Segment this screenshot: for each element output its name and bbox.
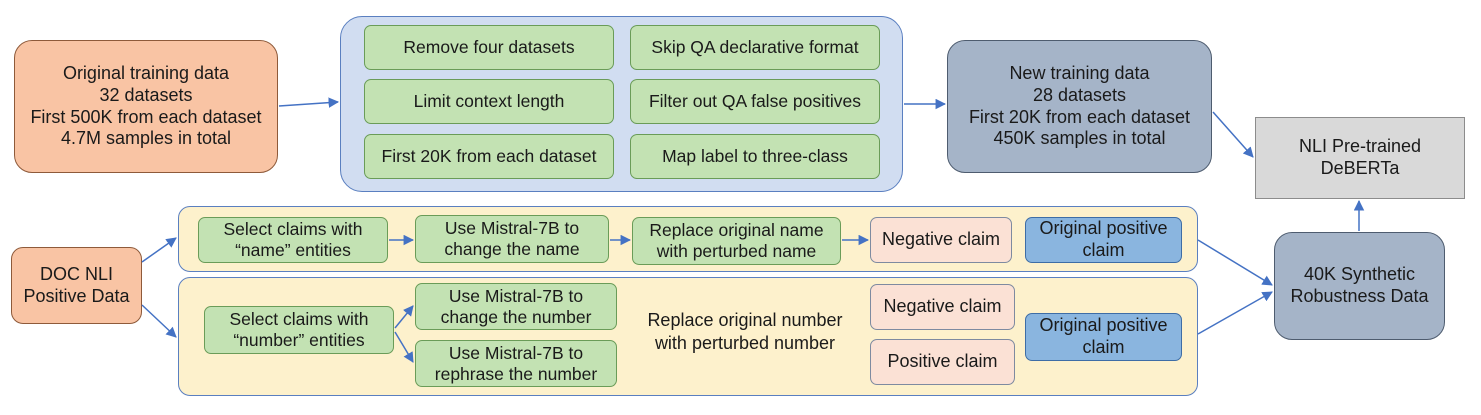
replace-name-box: Replace original name with perturbed nam… [632,217,841,265]
arrow-number-band-to-synthetic [1197,291,1273,335]
step-first-20k: First 20K from each dataset [364,134,614,179]
name-original-positive-claim-box: Original positive claim [1025,217,1182,263]
name-negative-claim-box: Negative claim [870,217,1012,263]
arrow-original-to-steps [278,97,340,108]
arrow-select-number-to-rephrase [394,331,414,363]
arrow-select-number-to-change [394,305,414,329]
number-negative-claim-box: Negative claim [870,284,1015,330]
doc-nli-positive-data-box: DOC NLI Positive Data [11,247,142,324]
synthetic-robustness-data-box: 40K Synthetic Robustness Data [1274,232,1445,340]
nli-line-1: NLI Pre-trained [1298,136,1422,157]
arrow-name-band-to-synthetic [1197,239,1273,286]
original-line-1: Original training data [62,63,230,84]
original-line-3: First 500K from each dataset [30,106,262,127]
original-training-data-box: Original training data 32 datasets First… [14,40,278,173]
number-positive-claim-box: Positive claim [870,339,1015,385]
original-line-2: 32 datasets [99,84,193,105]
select-number-claims-box: Select claims with “number” entities [204,306,394,354]
nli-line-2: DeBERTa [1320,158,1400,178]
nli-pretrained-deberta-box: NLI Pre-trained DeBERTa [1255,117,1465,199]
new-training-data-box: New training data 28 datasets First 20K … [947,40,1212,173]
step-filter-qa-false-positives: Filter out QA false positives [630,79,880,124]
step-remove-datasets: Remove four datasets [364,25,614,70]
new-line-1: New training data [1009,63,1150,84]
mistral-change-name-box: Use Mistral-7B to change the name [415,215,609,263]
new-line-4: 450K samples in total [993,128,1166,149]
arrow-source-to-number-band [141,304,177,338]
new-line-3: First 20K from each dataset [968,106,1191,127]
mistral-rephrase-number-box: Use Mistral-7B to rephrase the number [415,340,617,387]
step-map-label: Map label to three-class [630,134,880,179]
mistral-change-number-box: Use Mistral-7B to change the number [415,283,617,330]
step-limit-context: Limit context length [364,79,614,124]
original-line-4: 4.7M samples in total [60,128,232,149]
arrow-source-to-name-band [141,237,177,263]
step-skip-qa-declarative: Skip QA declarative format [630,25,880,70]
select-name-claims-box: Select claims with “name” entities [198,217,388,263]
arrow-new-to-nli [1212,111,1254,158]
number-original-positive-claim-box: Original positive claim [1025,313,1182,361]
new-line-2: 28 datasets [1032,84,1127,105]
replace-number-label: Replace original number with perturbed n… [647,310,843,353]
